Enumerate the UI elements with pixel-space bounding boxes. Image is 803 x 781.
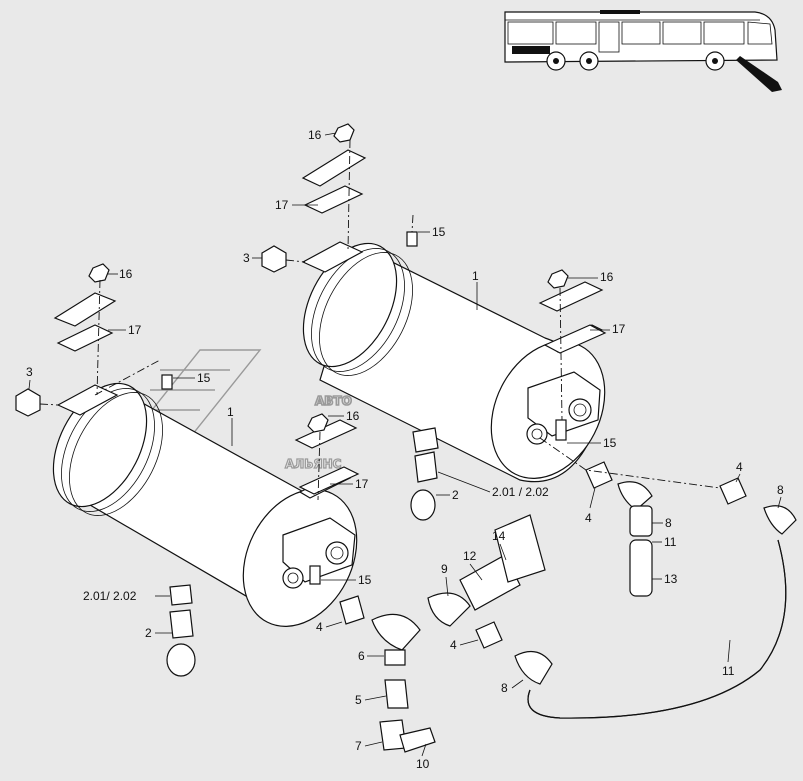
label-8-a: 8: [777, 483, 784, 497]
drain-valves: [166, 427, 439, 677]
label-16-b: 16: [119, 267, 133, 281]
watermark-line1: АВТО: [315, 394, 352, 408]
label-8-c: 8: [501, 681, 508, 695]
label-17-d: 17: [355, 477, 369, 491]
air-reservoir-front: [52, 382, 358, 627]
watermark-line2: АЛЬЯНС: [285, 457, 342, 471]
label-7: 7: [355, 739, 362, 753]
air-reservoir-rear: [301, 241, 606, 483]
label-16-d: 16: [346, 409, 360, 423]
label-15-a: 15: [432, 225, 446, 239]
label-11-b: 11: [722, 664, 735, 678]
label-15-c: 15: [603, 436, 617, 450]
callouts: 1 1 16 16 16 16 17 17 17 17 15 15 15 15 …: [26, 128, 784, 771]
label-1-front: 1: [227, 405, 234, 419]
label-8-b: 8: [665, 516, 672, 530]
label-10: 10: [416, 757, 430, 771]
label-4-b: 4: [585, 511, 592, 525]
label-2-01-b: 2.01/ 2.02: [83, 589, 137, 603]
label-5: 5: [355, 693, 362, 707]
label-17-a: 17: [275, 198, 289, 212]
label-3-a: 3: [243, 251, 250, 265]
label-2-b: 2: [145, 626, 152, 640]
label-4-c: 4: [316, 620, 323, 634]
label-16-c: 16: [600, 270, 614, 284]
label-16-a: 16: [308, 128, 322, 142]
label-2-a: 2: [452, 488, 459, 502]
label-15-b: 15: [197, 371, 211, 385]
label-13: 13: [664, 572, 678, 586]
drain-plugs: [15, 245, 287, 417]
label-17-b: 17: [128, 323, 142, 337]
label-14: 14: [492, 529, 506, 543]
label-9: 9: [441, 562, 448, 576]
label-17-c: 17: [612, 322, 626, 336]
label-2-01-a: 2.01 / 2.02: [492, 485, 549, 499]
label-4-d: 4: [450, 638, 457, 652]
assembly-lines: [39, 139, 721, 501]
bus-location-thumbnail: [504, 10, 782, 92]
label-6: 6: [358, 649, 365, 663]
label-1-rear: 1: [472, 269, 479, 283]
label-12: 12: [463, 549, 477, 563]
label-3-b: 3: [26, 365, 33, 379]
fittings-and-pipes: [339, 461, 797, 753]
label-11-a: 11: [664, 535, 677, 549]
label-4-a: 4: [736, 460, 743, 474]
label-15-d: 15: [358, 573, 372, 587]
